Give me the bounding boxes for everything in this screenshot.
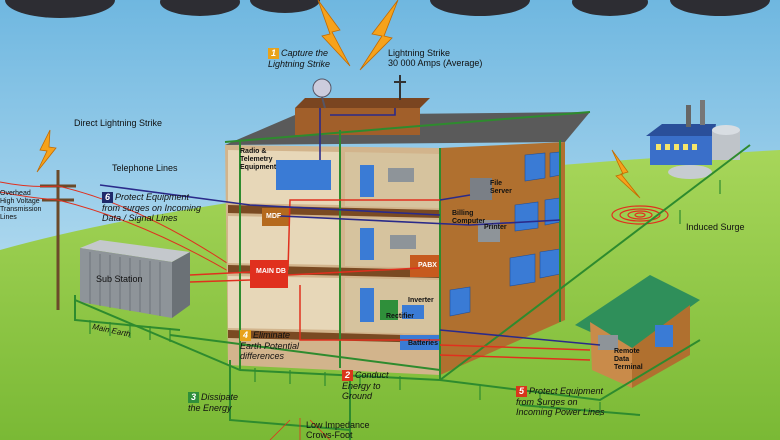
induced-surge-label: Induced Surge bbox=[686, 222, 745, 232]
printer-label: Printer bbox=[484, 224, 507, 231]
step-badge: 2 bbox=[342, 370, 353, 381]
billing-computer-label: Billing Computer bbox=[452, 210, 486, 225]
lightning-strike-label: Lightning Strike 30 000 Amps (Average) bbox=[388, 48, 483, 68]
remote-building bbox=[575, 275, 700, 388]
antenna-icon bbox=[394, 75, 406, 100]
batteries-label: Batteries bbox=[408, 340, 438, 347]
overhead-lines-label: Overhead High Voltage Transmission Lines bbox=[0, 190, 42, 221]
step-badge: 5 bbox=[516, 386, 527, 397]
pabx-label: PABX bbox=[418, 262, 437, 269]
overhead-power-lines bbox=[0, 181, 231, 273]
equipment bbox=[250, 160, 500, 350]
sub-station-label: Sub Station bbox=[96, 274, 143, 284]
data-lines bbox=[99, 108, 601, 346]
step-badge: 3 bbox=[188, 392, 199, 403]
satellite-dish-icon bbox=[312, 78, 332, 109]
earth-conductors bbox=[74, 111, 751, 440]
crows-foot bbox=[269, 418, 331, 440]
induced-surge-rings bbox=[611, 205, 669, 225]
step-badge: 1 bbox=[268, 48, 279, 59]
sub-station bbox=[80, 240, 190, 318]
file-server-label: File Server bbox=[490, 180, 512, 195]
step-badge: 6 bbox=[102, 192, 113, 203]
step-badge: 4 bbox=[240, 330, 251, 341]
telephone-lines-label: Telephone Lines bbox=[112, 163, 178, 173]
direct-strike-label: Direct Lightning Strike bbox=[74, 118, 163, 128]
rectifier-label: Rectifier bbox=[386, 313, 415, 320]
earth-rod-icon bbox=[89, 180, 721, 416]
radio-equipment-label: Radio & Telemetry Equipment bbox=[240, 148, 277, 171]
cloud-icon bbox=[5, 0, 770, 18]
power-lines bbox=[189, 199, 591, 361]
lightning-bolt-icon bbox=[36, 0, 641, 199]
main-db-label: MAIN DB bbox=[256, 268, 286, 275]
inverter-label: Inverter bbox=[408, 297, 434, 304]
remote-terminal-label: Remote Data Terminal bbox=[614, 348, 643, 371]
mdf-label: MDF bbox=[266, 213, 282, 220]
low-impedance-label: Low Impedance Crows-Foot bbox=[306, 420, 370, 440]
